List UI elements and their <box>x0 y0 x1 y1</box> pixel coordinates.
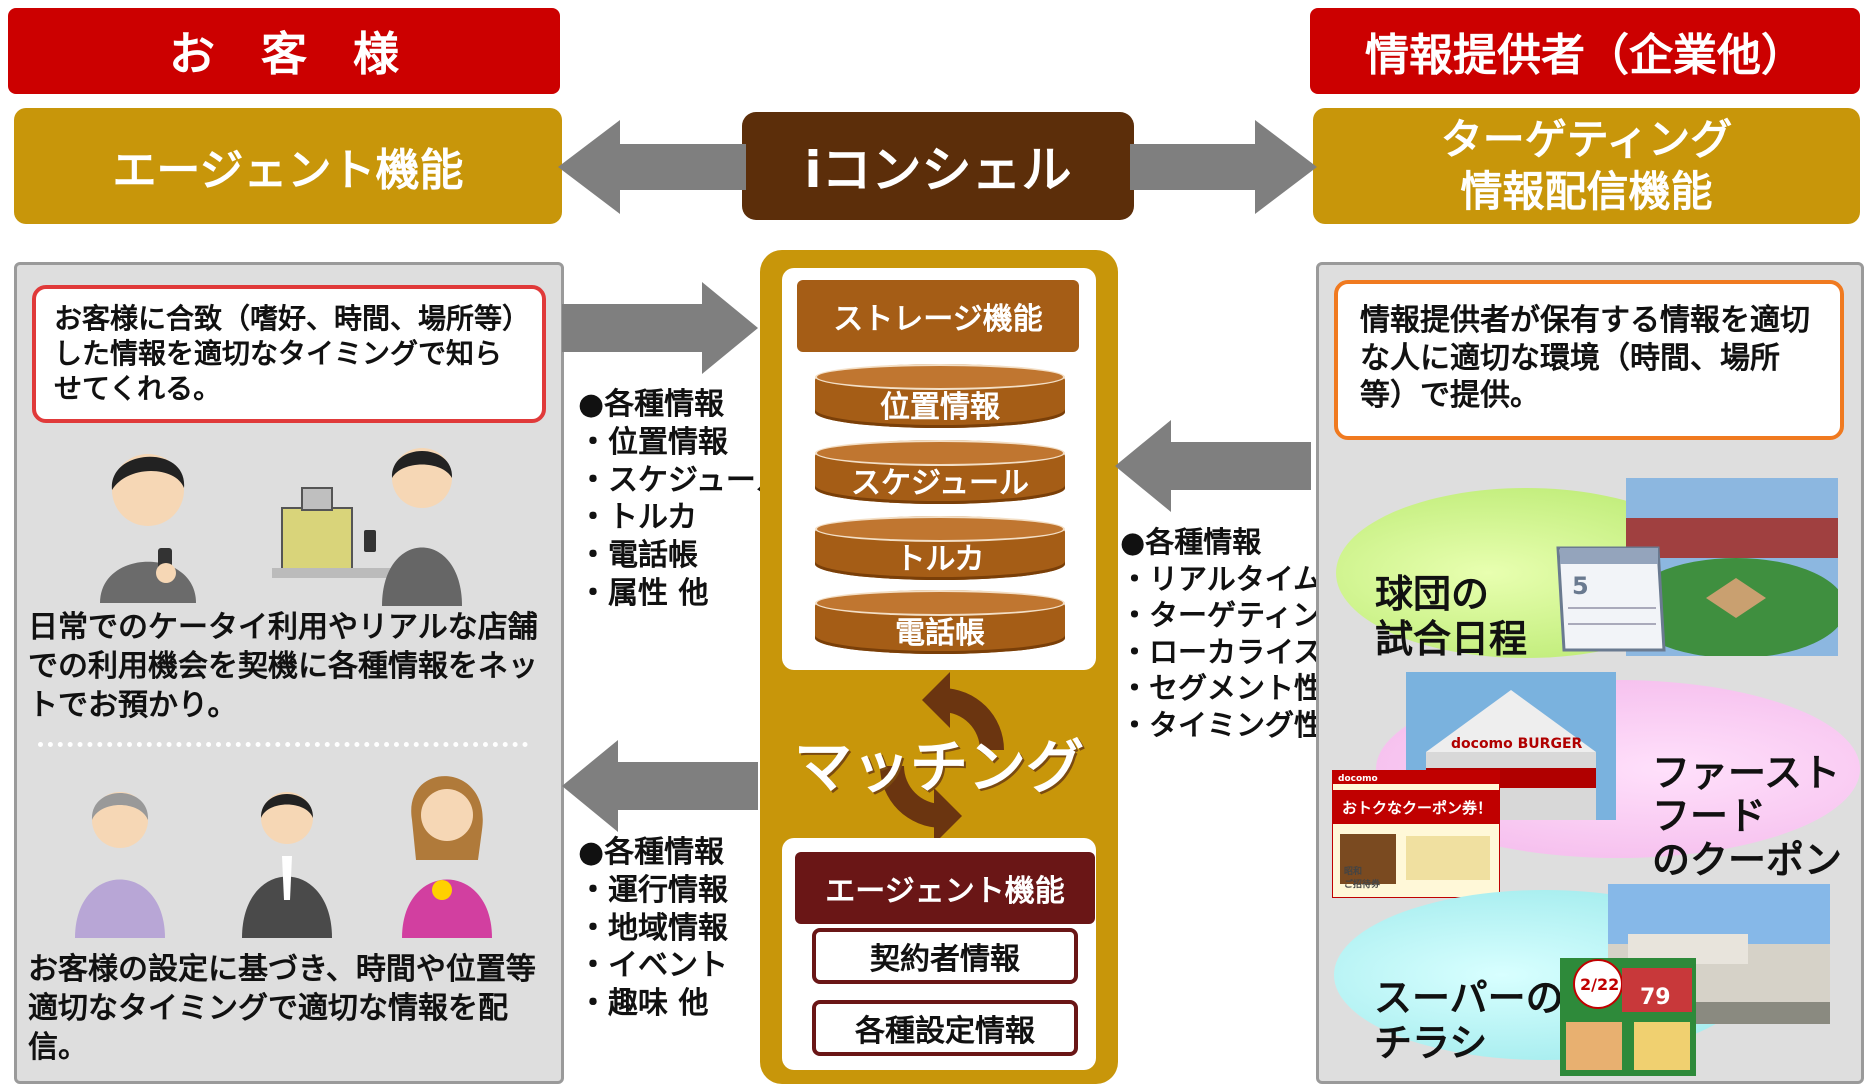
coupon-line1: 昭和 <box>1344 865 1362 877</box>
agent-function-label: エージェント機能 <box>112 145 464 196</box>
upper-list-heading: ●各種情報 <box>578 387 725 422</box>
shop-counter-figure <box>272 448 462 606</box>
agent-function-box: エージェント機能 <box>14 108 562 224</box>
burger-bubble-text: ファースト フード のクーポン <box>1652 708 1842 883</box>
delivery-explanation-text: お客様の設定に基づき、時間や位置等適切なタイミングで適切な情報を配信。 <box>28 952 536 1065</box>
provider-callout: 情報提供者が保有する情報を適切な人に適切な環境（時間、場所等）で提供。 <box>1334 280 1844 440</box>
storage-title-box: ストレージ機能 <box>797 280 1079 352</box>
boy-with-phone-figure <box>100 454 196 603</box>
arrow-to-targeting <box>1130 120 1317 214</box>
provider-list-item: ・セグメント性 <box>1120 671 1324 706</box>
upper-info-list: ●各種情報 ・位置情報 ・スケジュール ・トルカ ・電話帳 ・属性 他 <box>578 386 786 613</box>
provider-header-label: 情報提供者（企業他） <box>1365 30 1805 81</box>
elderly-woman-figure <box>75 792 165 938</box>
delivery-explanation: お客様の設定に基づき、時間や位置等適切なタイミングで適切な情報を配信。 <box>28 950 558 1067</box>
settings-info-label: 各種設定情報 <box>855 1014 1035 1049</box>
coupon-line2: ご招待券 <box>1344 878 1381 890</box>
storage-cylinder-toruca: トルカ <box>815 516 1065 580</box>
matching-cycle-icon <box>880 672 1004 844</box>
storage-item-label: スケジュール <box>851 466 1029 501</box>
coupon-brand: docomo <box>1338 774 1378 784</box>
coupon-title: おトクなクーポン券！ <box>1342 799 1492 817</box>
storage-item-label: 位置情報 <box>880 390 1000 425</box>
upper-list-item: ・属性 他 <box>578 575 709 611</box>
burger-sign: docomo BURGER <box>1451 736 1583 752</box>
iconcier-title: iコンシェル <box>804 141 1072 199</box>
lower-list-heading: ●各種情報 <box>578 835 725 870</box>
provider-header: 情報提供者（企業他） <box>1310 8 1860 94</box>
coupon-photo: docomo おトクなクーポン券！ 昭和 ご招待券 <box>1332 770 1500 898</box>
upper-list-item: ・トルカ <box>578 500 698 536</box>
provider-list-item: ・リアルタイム性 <box>1120 561 1352 596</box>
upper-list-item: ・電話帳 <box>578 538 698 574</box>
flyer-photo: 2/22 79 <box>1560 958 1696 1076</box>
storage-explanation-text: 日常でのケータイ利用やリアルな店舗での利用機会を契機に各種情報をネットでお預かり… <box>28 610 538 723</box>
flyer-date: 2/22 <box>1580 975 1619 994</box>
storage-cylinder-phonebook: 電話帳 <box>815 590 1065 654</box>
iconcier-center-box: iコンシェル <box>742 112 1134 220</box>
customer-callout-text: お客様に合致（嗜好、時間、場所等）した情報を適切なタイミングで知らせてくれる。 <box>54 302 517 405</box>
customer-header: お 客 様 <box>8 8 560 94</box>
customer-header-label: お 客 様 <box>169 27 399 81</box>
arrow-from-provider <box>1115 420 1311 512</box>
divider <box>38 742 528 747</box>
provider-list-item: ・タイミング性 <box>1120 707 1324 742</box>
upper-list-item: ・スケジュール <box>578 462 786 498</box>
supermarket-bubble-text: スーパーの チラシ <box>1374 930 1564 1067</box>
storage-title: ストレージ機能 <box>833 302 1043 337</box>
targeting-function-label: ターゲティング 情報配信機能 <box>1440 114 1733 217</box>
matching-label: マッチング <box>760 720 1118 804</box>
calendar-month: 5 <box>1572 572 1589 600</box>
contract-info-label: 契約者情報 <box>870 942 1020 977</box>
storage-cylinder-schedule: スケジュール <box>815 440 1065 504</box>
storage-item-label: 電話帳 <box>895 616 985 651</box>
targeting-function-box: ターゲティング 情報配信機能 <box>1313 108 1860 224</box>
agent-title: エージェント機能 <box>825 874 1065 909</box>
businessman-figure <box>242 792 332 938</box>
lower-list-item: ・趣味 他 <box>578 986 709 1022</box>
baseball-bubble-text: 球団の 試合日程 <box>1375 526 1527 663</box>
storage-explanation: 日常でのケータイ利用やリアルな店舗での利用機会を契機に各種情報をネットでお預かり… <box>28 608 558 725</box>
provider-list-heading: ●各種情報 <box>1120 525 1262 559</box>
lower-list-item: ・地域情報 <box>578 910 728 946</box>
storage-cylinder-location: 位置情報 <box>815 364 1065 428</box>
upper-list-item: ・位置情報 <box>578 424 728 460</box>
calendar-icon: 5 <box>1556 546 1666 652</box>
lower-info-list: ●各種情報 ・運行情報 ・地域情報 ・イベント ・趣味 他 <box>578 834 728 1023</box>
provider-info-list: ●各種情報 ・リアルタイム性 ・ターゲティング性 ・ローカライス性 ・セグメント… <box>1120 524 1379 743</box>
arrow-to-agent <box>558 120 746 214</box>
burger-bubble-label: ファースト フード のクーポン <box>1652 750 1843 883</box>
arrow-into-storage <box>562 282 758 374</box>
contract-info-box: 契約者情報 <box>812 928 1078 984</box>
supermarket-bubble-label: スーパーの チラシ <box>1374 975 1564 1066</box>
provider-list-item: ・ローカライス性 <box>1120 634 1352 669</box>
flyer-price: 79 <box>1640 985 1671 1010</box>
provider-callout-text: 情報提供者が保有する情報を適切な人に適切な環境（時間、場所等）で提供。 <box>1360 303 1810 413</box>
arrow-out-of-matching <box>562 740 758 832</box>
baseball-bubble-label: 球団の 試合日程 <box>1375 571 1528 662</box>
lower-list-item: ・運行情報 <box>578 872 728 908</box>
agent-title-box: エージェント機能 <box>795 852 1095 924</box>
young-woman-figure <box>402 776 492 938</box>
settings-info-box: 各種設定情報 <box>812 1000 1078 1056</box>
storage-item-label: トルカ <box>895 542 985 577</box>
customer-callout: お客様に合致（嗜好、時間、場所等）した情報を適切なタイミングで知らせてくれる。 <box>32 285 546 423</box>
matching-text: マッチング <box>793 733 1084 801</box>
lower-list-item: ・イベント <box>578 948 728 984</box>
